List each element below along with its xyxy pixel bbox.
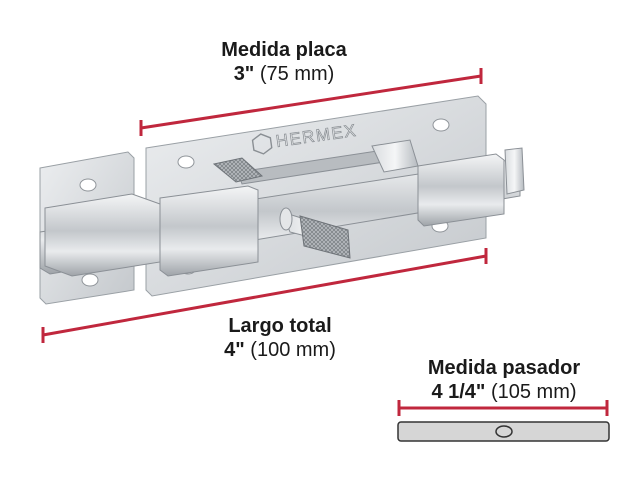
latch-product-image: HERMEX [39,95,525,305]
total-dimension-title: Largo total [228,315,332,337]
total-dimension-mm: (100 mm) [250,339,336,361]
bolt-dimension-label: Medida pasador 4 1/4" (105 mm) [398,356,610,404]
plate-dimension-line [139,68,483,136]
keeper-hole-top [79,178,97,192]
total-dimension-line [41,248,488,343]
total-dimension-label: Largo total 4" (100 mm) [180,314,380,362]
housing-right [417,153,505,227]
bolt-pin-drawing [397,421,610,442]
keeper-hole-bottom [81,273,99,287]
plate-hole-1 [177,155,195,169]
total-dimension-inches: 4" [224,339,245,361]
plate-dimension-inches: 3" [233,63,255,85]
housing-left [159,185,259,277]
keeper-housing [44,193,161,277]
knurled-knob-top [212,157,264,183]
bolt-dimension-title: Medida pasador [427,357,581,379]
plate-dimension-label: Medida placa 3" (75 mm) [184,38,384,86]
bolt-dimension-inches: 4 1/4" [431,381,486,403]
knurled-handle [279,207,351,259]
plate-dimension-mm: (75 mm) [259,63,335,85]
bolt-dimension-mm: (105 mm) [490,381,577,403]
bolt-dimension-line [397,400,609,416]
plate-hole-2 [432,118,450,132]
plate-dimension-title: Medida placa [221,39,347,61]
